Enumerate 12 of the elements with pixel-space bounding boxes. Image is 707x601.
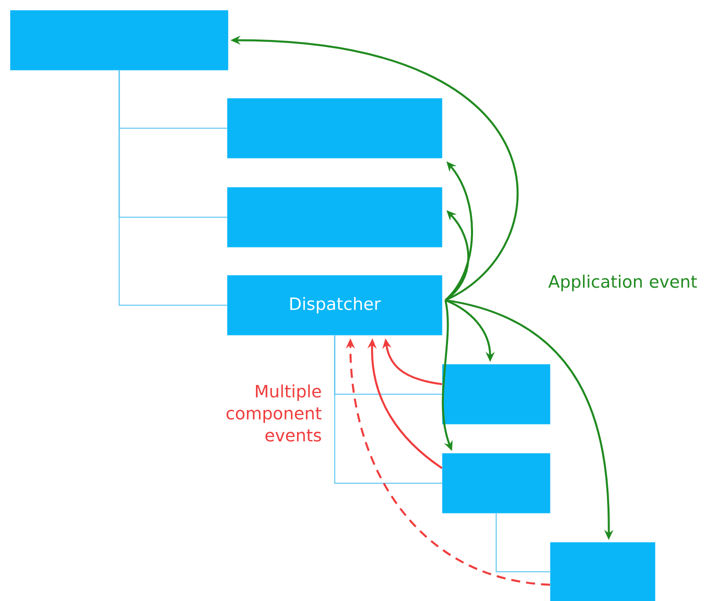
box (227, 187, 442, 248)
dispatcher-box: Dispatcher (227, 275, 442, 336)
tree-line (118, 70, 228, 306)
tree-line (496, 512, 550, 572)
box (227, 98, 442, 158)
tree-line (334, 334, 442, 484)
box (442, 364, 550, 424)
box (10, 10, 228, 70)
annotation-label: Multiple component events (226, 384, 322, 442)
annotation-label: Application event (548, 274, 697, 292)
box (442, 453, 550, 514)
box (550, 542, 656, 601)
